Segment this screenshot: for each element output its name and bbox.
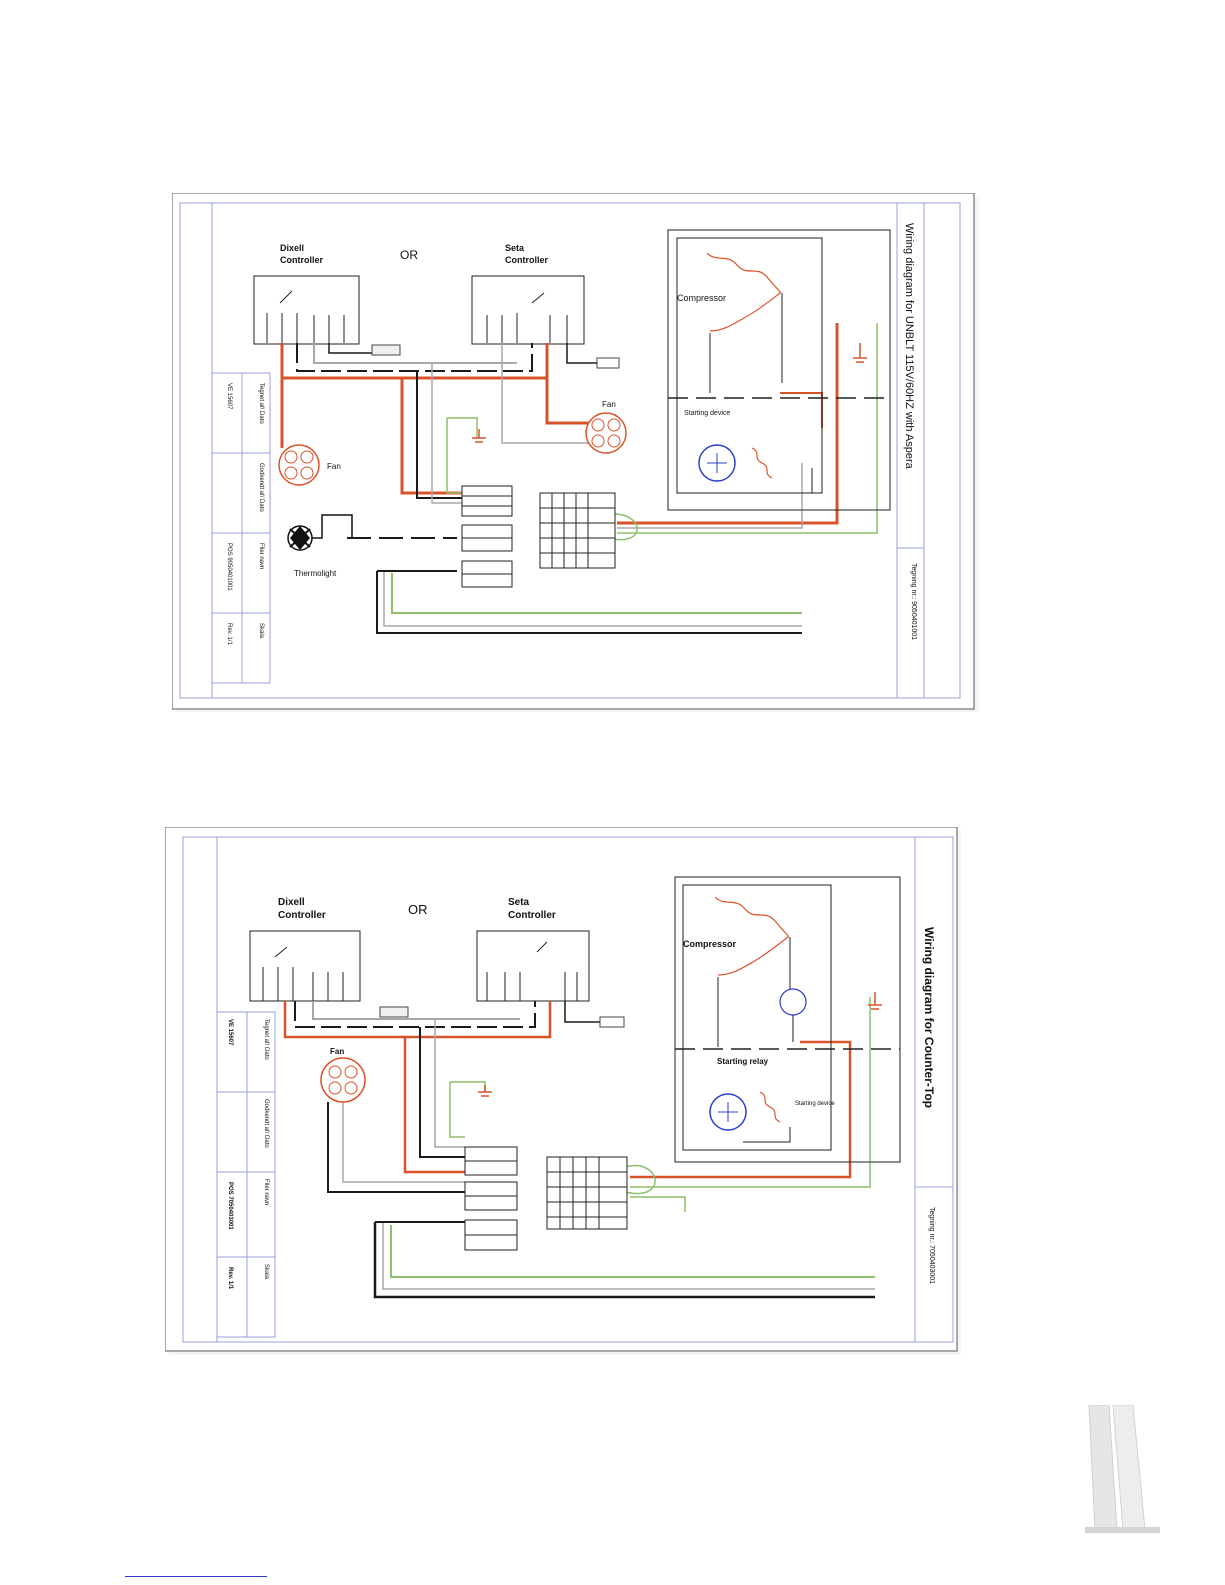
inner-frame [182,836,954,1343]
drawing-number: Tegning nr.: 7050403001 [928,1207,935,1284]
earth-symbol [472,343,867,443]
title-block [211,372,271,684]
box-side-label: Godkendt af/ Dato [258,463,264,512]
fan [320,1057,366,1103]
capacitor-cross [707,453,727,473]
fan-right-label: Fan [602,400,616,409]
terminal-blocks [461,485,616,588]
wire-bus [283,997,875,1299]
compressor-winding [706,252,782,332]
wiring-diagram-1-svg: Tegnet af/ Dato Godkendt af/ Dato Filer … [172,193,979,712]
controller-terminals [262,941,578,1001]
box-value: Rev. 1/1 [226,623,232,646]
controller-a-label: Controller [278,910,326,921]
dixell-controller-box [253,275,360,345]
box-value: Rev. 1/1 [227,1267,233,1290]
fan-left-label: Fan [327,462,341,471]
controller-b-label: Controller [505,255,548,265]
box-side-label: Filer navn [263,1179,269,1205]
controller-a-label: Dixell [278,897,305,908]
title-block [216,1011,276,1338]
seta-controller-box [476,930,590,1002]
compressor-leads [717,937,794,1047]
earth-symbol [478,992,882,1097]
controller-b-label: Seta [508,897,530,908]
controller-a-label: Dixell [280,243,304,253]
starting-relay-label: Starting relay [717,1057,769,1066]
compressor-inner-box [682,884,832,1151]
box-value: POS 9050401001 [226,543,232,591]
wiring-diagram-2-svg: Tegnet af/ Dato Godkendt af/ Dato Filer … [165,827,961,1355]
wiring-diagram-1: Tegnet af/ Dato Godkendt af/ Dato Filer … [172,193,982,715]
fan-left [278,444,320,486]
or-label: OR [400,248,418,262]
lamp-symbol [287,514,353,551]
wire-bus [280,323,878,634]
compressor-label: Compressor [677,293,726,303]
brand-logo [1085,1404,1160,1535]
compressor-enclosure [674,876,901,1163]
fan-label: Fan [330,1047,344,1056]
sheet-border [165,827,958,1352]
box-side-label: Godkendt af/ Dato [263,1099,269,1148]
starting-device-label: Starting device [795,1101,835,1107]
box-value: POS 7050403001 [227,1182,233,1230]
wiring-diagram-2: Tegnet af/ Dato Godkendt af/ Dato Filer … [165,827,965,1357]
box-side-label: Tegnet af/ Dato [263,1019,269,1060]
overload-protector [779,988,807,1016]
compressor-label: Compressor [683,939,737,949]
box-side-label: Filer navn [258,543,264,569]
seta-controller-box [471,275,585,345]
relay-coil [759,1091,781,1123]
brand-logo-svg [1085,1404,1160,1533]
or-label: OR [408,902,428,917]
inner-frame [179,202,961,699]
fan-right [585,412,627,454]
footer-link-rule [125,1576,267,1577]
controller-a-label: Controller [280,255,323,265]
controller-b-label: Controller [508,910,556,921]
relay-coil [751,447,773,479]
starting-device-label: Starting device [684,410,730,417]
relay-contacts [732,468,813,494]
controller-terminals [266,290,568,343]
diagram-title: Wiring diagram for Counter-Top [922,927,936,1108]
capacitor-cross [718,1102,738,1122]
box-value: VE 15607 [226,383,232,410]
compressor-leads [709,293,783,393]
controller-b-label: Seta [505,243,525,253]
terminal-blocks [464,1146,628,1251]
drawing-number: Tegning nr.: 9050401001 [910,563,917,640]
box-side-label: Skala [263,1264,269,1280]
box-side-label: Skala [258,623,264,639]
box-side-label: Tegnet af/ Dato [258,383,264,424]
dixell-controller-box [249,930,361,1002]
compressor-enclosure [667,229,891,511]
box-value: VE 15607 [227,1019,233,1046]
relay-contacts [743,1127,791,1143]
compressor-winding [714,896,790,976]
lamp-label: Thermolight [294,569,337,578]
diagram-title: Wiring diagram for UNBLT 115V/60HZ with … [903,223,915,470]
